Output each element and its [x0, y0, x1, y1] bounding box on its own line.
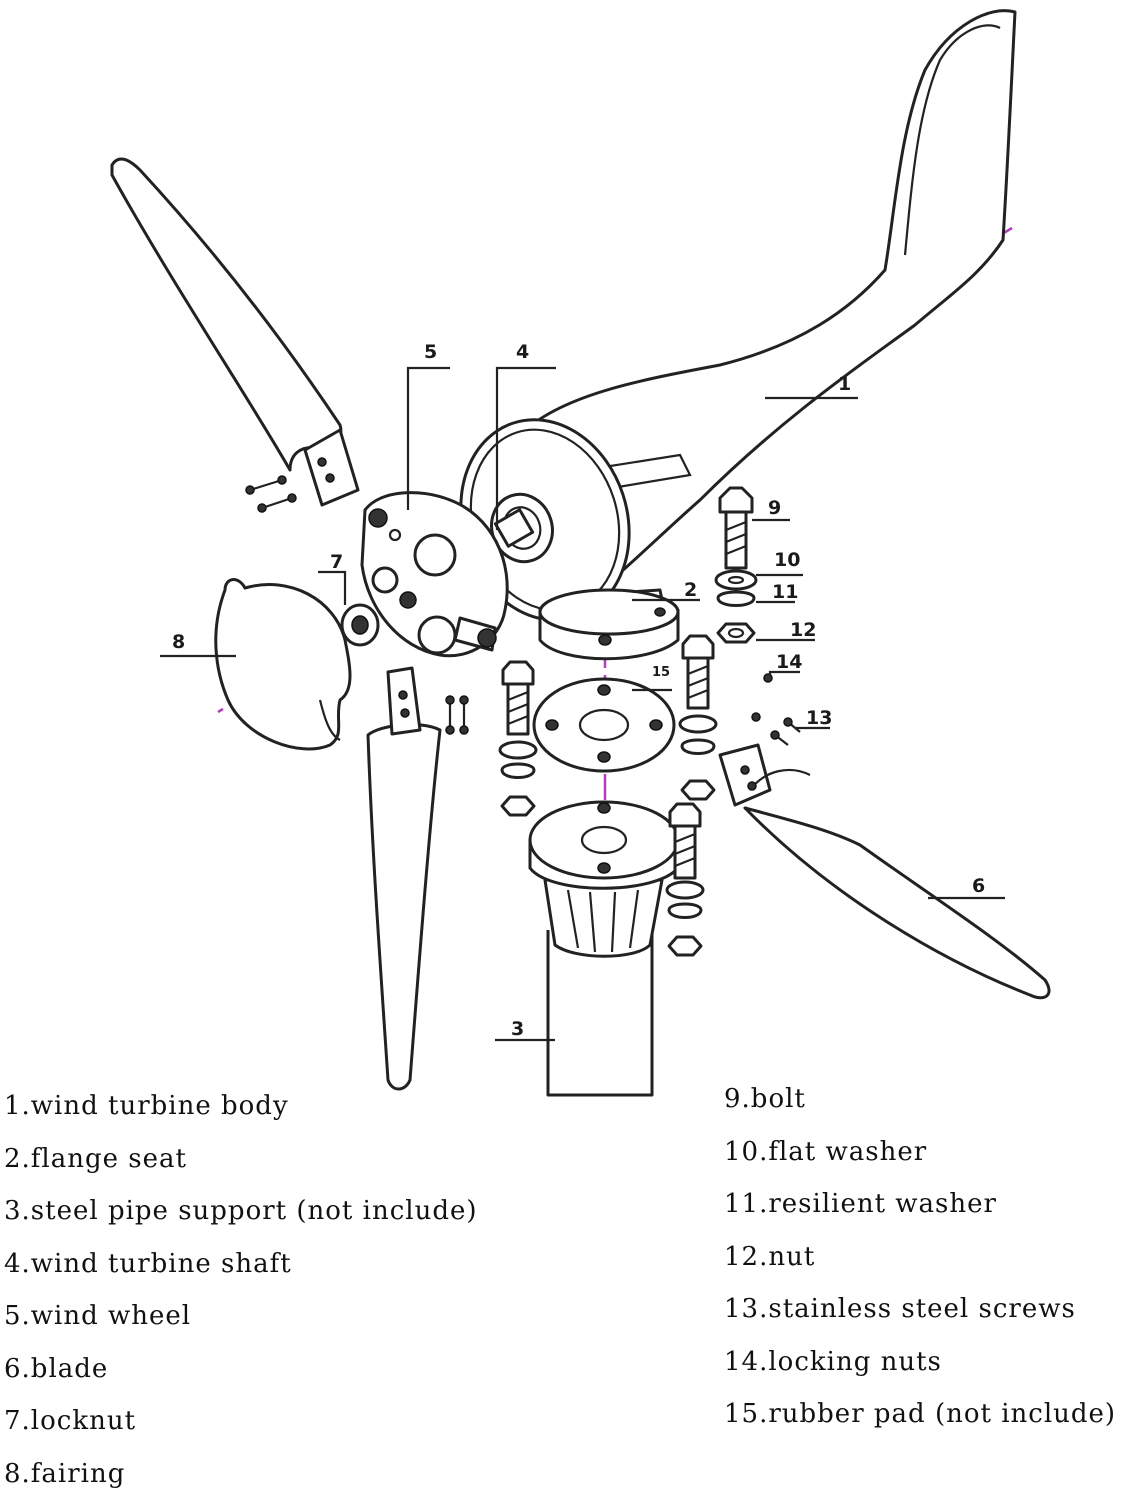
blade-lower [366, 666, 442, 1091]
exploded-diagram: 1 2 3 4 5 6 7 8 9 10 11 12 13 14 15 [110, 9, 1051, 1097]
legend-item-10: 10.flat washer [724, 1136, 928, 1167]
callout-8: 8 [172, 631, 185, 653]
callout-4: 4 [516, 341, 529, 363]
blade-screws [245, 475, 469, 735]
callout-11: 11 [772, 581, 798, 603]
legend-item-4: 4.wind turbine shaft [4, 1248, 292, 1279]
blade-lower-right [718, 743, 1051, 1000]
rubber-pad [532, 677, 676, 773]
legend-item-13: 13.stainless steel screws [724, 1294, 1076, 1324]
callout-15: 15 [652, 665, 670, 680]
legend-item-8: 8.fairing [4, 1458, 126, 1489]
legend-item-7: 7.locknut [4, 1406, 137, 1436]
tower-bolt-stack [665, 802, 705, 957]
callout-6: 6 [972, 875, 985, 897]
callout-5: 5 [424, 341, 437, 363]
callout-12: 12 [790, 619, 816, 641]
callout-13: 13 [806, 707, 832, 729]
legend-item-15: 15.rubber pad (not include) [724, 1399, 1117, 1429]
parts-legend-right: 9.bolt 10.flat washer 11.resilient washe… [724, 1073, 1116, 1441]
legend-item-14: 14.locking nuts [724, 1346, 942, 1377]
pad-bolt-stack-right [678, 634, 718, 801]
callout-1: 1 [838, 373, 851, 395]
callout-2: 2 [684, 579, 697, 601]
fairing [214, 578, 352, 751]
legend-item-11: 11.resilient washer [724, 1189, 997, 1219]
callout-7: 7 [330, 551, 343, 573]
pad-bolt-stack-left [498, 660, 538, 817]
callout-14: 14 [776, 651, 802, 673]
parts-legend-left: 1.wind turbine body 2.flange seat 3.stee… [4, 1080, 478, 1490]
legend-item-9: 9.bolt [724, 1084, 806, 1114]
wind-turbine-shaft [490, 492, 554, 564]
locknut [340, 603, 380, 647]
legend-item-12: 12.nut [724, 1241, 816, 1272]
leader-lines [160, 366, 1005, 1042]
stainless-screws-and-locking-nuts [751, 673, 801, 746]
callout-10: 10 [774, 549, 800, 571]
steel-pipe-support [528, 800, 680, 1097]
callout-3: 3 [511, 1018, 524, 1040]
callout-9: 9 [768, 497, 781, 519]
legend-item-1: 1.wind turbine body [4, 1091, 289, 1121]
blade-upper-left [110, 157, 360, 507]
legend-item-3: 3.steel pipe support (not include) [4, 1196, 478, 1226]
wind-wheel [360, 491, 509, 658]
legend-item-2: 2.flange seat [4, 1143, 187, 1174]
legend-item-5: 5.wind wheel [4, 1301, 192, 1331]
legend-item-6: 6.blade [4, 1353, 109, 1384]
flange-seat [538, 588, 680, 661]
bolt-washer-nut-stack [714, 486, 758, 644]
